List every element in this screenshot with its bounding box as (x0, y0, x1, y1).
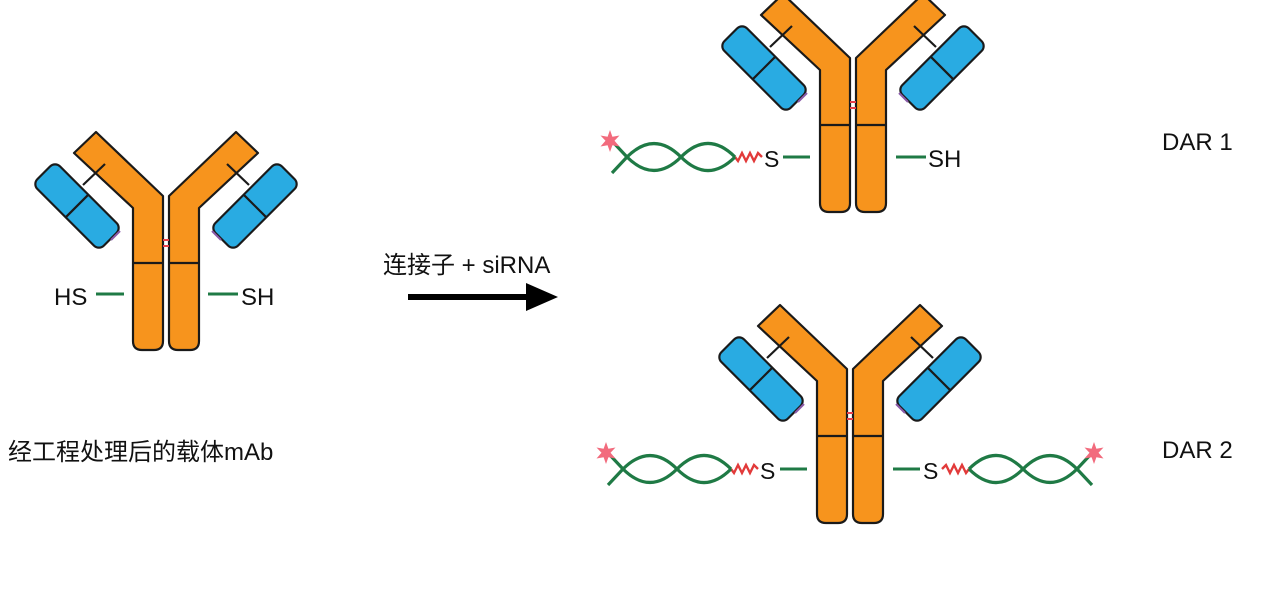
dar2-sirna-right (942, 442, 1104, 485)
mab-caption: 经工程处理后的载体mAb (8, 439, 273, 466)
thiol-label-right: SH (241, 284, 274, 311)
dar2-label: DAR 2 (1162, 437, 1233, 464)
dar1-sirna (601, 130, 763, 173)
arrow-head (526, 283, 558, 311)
dar2-sulfur-label-left: S (760, 458, 775, 484)
reaction-arrow: 连接子 + siRNA (383, 252, 558, 311)
reaction-label: 连接子 + siRNA (383, 252, 550, 279)
dar1-thiol-label: SH (928, 146, 961, 173)
dar1-label: DAR 1 (1162, 129, 1233, 156)
dar2-sulfur-label-right: S (923, 458, 938, 484)
dar1-conjugate: S SH DAR 1 (601, 0, 1233, 212)
engineered-mab: HS SH 经工程处理后的载体mAb (8, 132, 300, 466)
dar2-conjugate: S S DAR 2 (597, 305, 1233, 523)
dar1-sulfur-label: S (764, 146, 779, 172)
dar2-sirna-left (597, 442, 759, 485)
thiol-label-left: HS (54, 284, 87, 311)
